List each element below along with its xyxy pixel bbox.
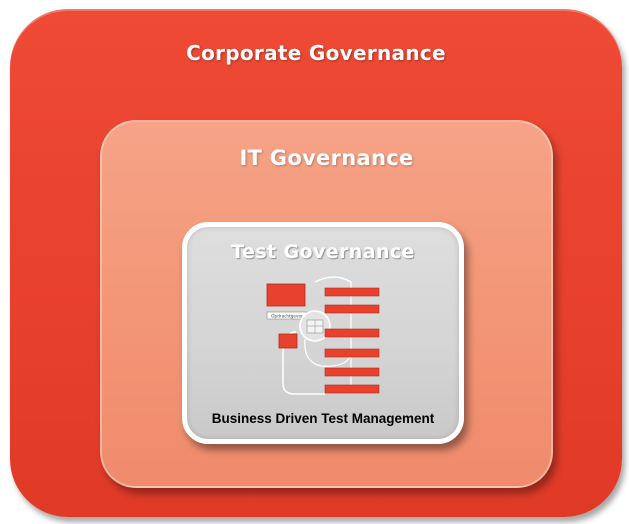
diagram-inner-arc (304, 338, 352, 367)
diagram-top-arc (314, 276, 352, 283)
diagram-label-text: Opdrachtgever (271, 314, 303, 319)
corporate-governance-title: Corporate Governance (186, 41, 446, 65)
it-governance-title: IT Governance (239, 146, 414, 170)
test-process-diagram: Opdrachtgever (266, 276, 380, 395)
test-governance-title: Test Governance (231, 241, 415, 263)
diagram-step-bar-5 (324, 367, 380, 377)
test-governance-caption: Business Driven Test Management (211, 411, 435, 426)
diagram-block-large (266, 283, 306, 307)
diagram-step-bar-2 (324, 304, 380, 314)
diagram-step-bar-1 (324, 287, 380, 297)
diagram-step-bar-6 (324, 384, 380, 394)
diagram-block-small (278, 333, 298, 349)
diagram-step-bar-3 (324, 328, 380, 338)
diagram-step-bar-4 (324, 348, 380, 358)
test-governance-layer: Test Governance Opdrachtgever Business D… (182, 222, 464, 444)
